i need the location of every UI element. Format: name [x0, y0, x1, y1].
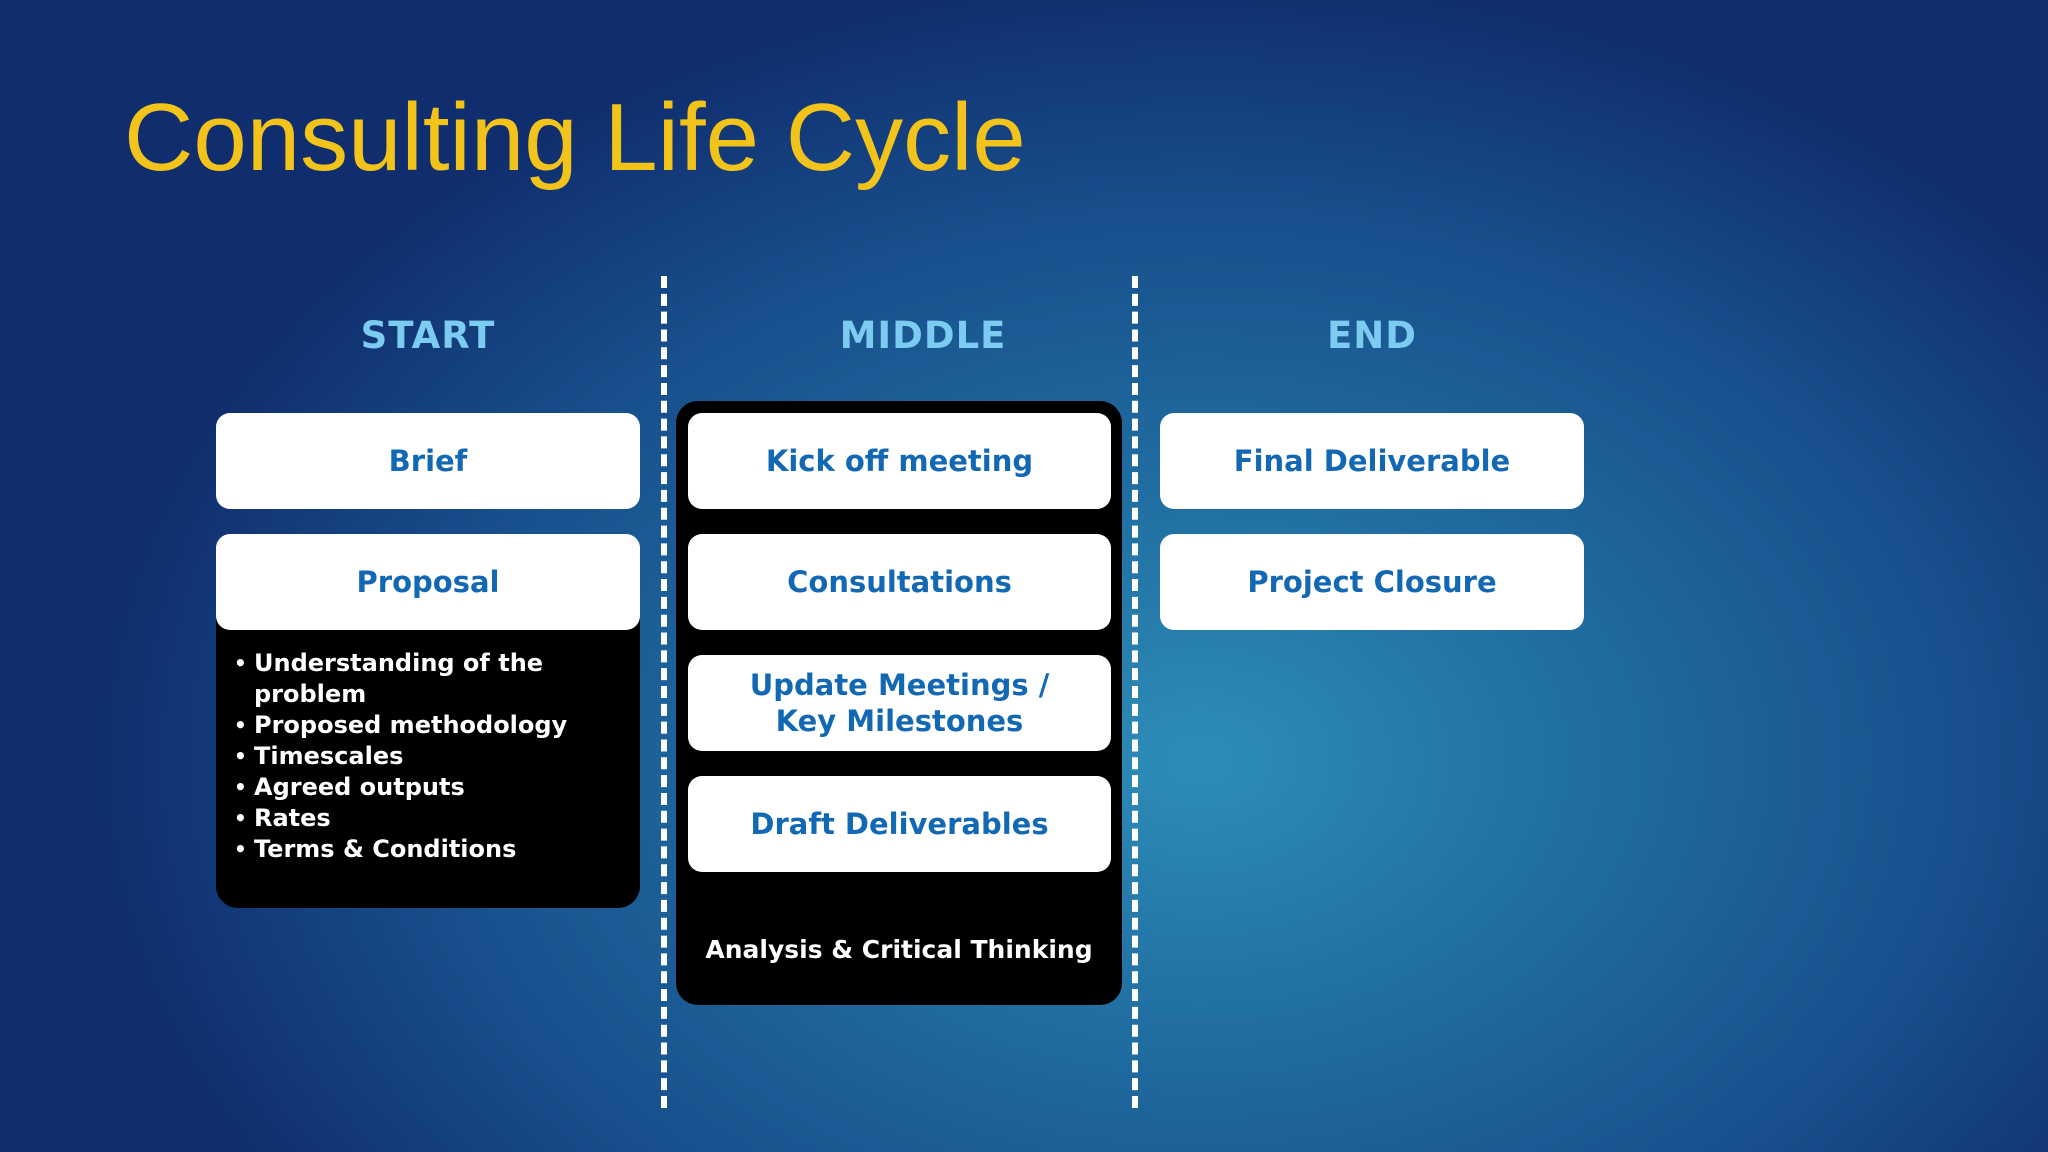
proposal-bullet-list: Understanding of the problem Proposed me…: [234, 648, 634, 865]
divider-middle-end: [1132, 276, 1138, 1108]
card-update-meetings-label: Update Meetings / Key Milestones: [749, 668, 1050, 738]
card-draft-deliverables-label: Draft Deliverables: [750, 807, 1049, 841]
card-final-deliverable: Final Deliverable: [1160, 413, 1584, 509]
card-proposal: Proposal: [216, 534, 640, 630]
end-heading: END: [1327, 314, 1417, 357]
slide-title: Consulting Life Cycle: [124, 84, 1026, 191]
list-item: Understanding of the problem: [234, 648, 634, 710]
list-item: Terms & Conditions: [234, 834, 634, 865]
card-kick-off-meeting: Kick off meeting: [688, 413, 1111, 509]
card-brief: Brief: [216, 413, 640, 509]
list-item: Agreed outputs: [234, 772, 634, 803]
list-item: Rates: [234, 803, 634, 834]
card-kick-off-meeting-label: Kick off meeting: [765, 444, 1034, 478]
card-final-deliverable-label: Final Deliverable: [1233, 444, 1511, 478]
card-consultations-label: Consultations: [787, 565, 1012, 599]
divider-start-middle: [661, 276, 667, 1108]
card-update-meetings: Update Meetings / Key Milestones: [688, 655, 1111, 751]
card-project-closure-label: Project Closure: [1247, 565, 1497, 599]
card-consultations: Consultations: [688, 534, 1111, 630]
middle-heading: MIDDLE: [839, 314, 1007, 357]
card-brief-label: Brief: [388, 444, 468, 478]
list-item: Timescales: [234, 741, 634, 772]
list-item: Proposed methodology: [234, 710, 634, 741]
middle-panel-caption: Analysis & Critical Thinking: [705, 935, 1093, 964]
card-draft-deliverables: Draft Deliverables: [688, 776, 1111, 872]
card-proposal-label: Proposal: [356, 565, 500, 599]
start-heading: START: [360, 314, 496, 357]
card-project-closure: Project Closure: [1160, 534, 1584, 630]
